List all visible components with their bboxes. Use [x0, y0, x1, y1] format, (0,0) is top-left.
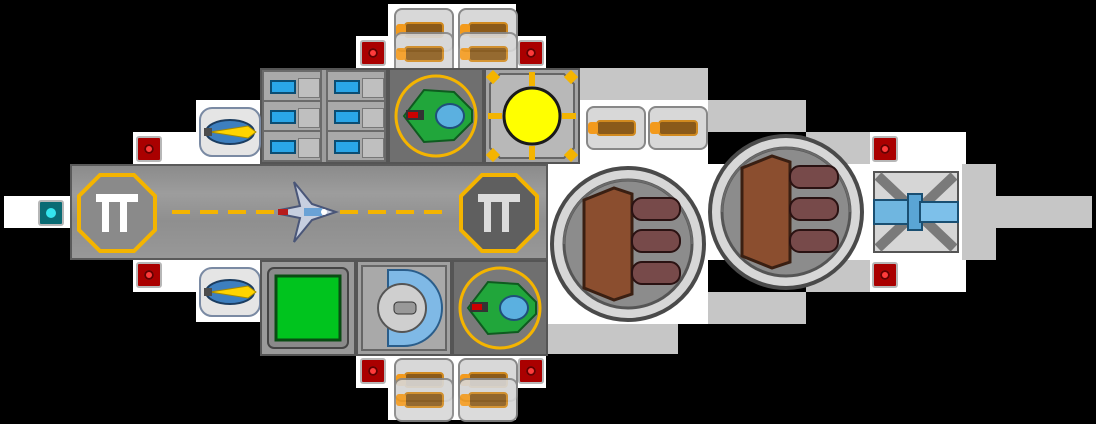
red-indicator-icon[interactable] [360, 40, 386, 66]
yellow-pod-icon [199, 267, 261, 317]
blue-engine-icon [873, 171, 959, 253]
red-indicator-icon[interactable] [872, 262, 898, 288]
thruster[interactable] [586, 106, 646, 150]
battery-cap-icon [298, 138, 320, 158]
thruster-nozzle-icon [650, 122, 660, 134]
shield-dome-icon [361, 265, 447, 351]
thruster-core-icon [658, 120, 698, 136]
runway-dash [172, 210, 190, 214]
thruster-nozzle-icon [460, 48, 470, 60]
runway-dash [200, 210, 218, 214]
hull-segment-grey [708, 100, 806, 132]
cyan-indicator-icon[interactable] [38, 200, 64, 226]
battery-cell[interactable] [262, 70, 322, 102]
battery-cell[interactable] [326, 130, 386, 162]
thruster[interactable] [648, 106, 708, 150]
battery-cell[interactable] [326, 100, 386, 132]
hangar-pad-left[interactable] [76, 172, 158, 254]
battery-cap-icon [298, 78, 320, 98]
thruster-core-icon [596, 120, 636, 136]
hull-segment-grey [962, 164, 996, 196]
hull-segment-grey [962, 228, 996, 260]
battery-cap-icon [362, 78, 384, 98]
runway-dash [228, 210, 246, 214]
thruster[interactable] [394, 378, 454, 422]
red-indicator-icon[interactable] [872, 136, 898, 162]
battery-cell[interactable] [262, 100, 322, 132]
engine-drive[interactable] [868, 166, 964, 258]
hangar-pad-icon [478, 194, 520, 232]
hull-segment-grey [548, 324, 678, 354]
thruster-nozzle-icon [396, 394, 406, 406]
heavy-cannon-right[interactable] [706, 132, 866, 292]
triple-barrel-cannon-icon [550, 166, 706, 322]
green-turret-bottom[interactable] [452, 260, 548, 356]
yellow-pod-top[interactable] [198, 104, 262, 160]
green-crate-icon [267, 267, 349, 349]
thruster-core-icon [404, 392, 444, 408]
battery-cap-icon [298, 108, 320, 128]
red-indicator-icon[interactable] [136, 262, 162, 288]
green-turret-icon [458, 266, 542, 350]
battery-cap-icon [362, 108, 384, 128]
fighter-jet-icon [278, 181, 340, 243]
runway-dash [368, 210, 386, 214]
runway-dash [256, 210, 274, 214]
yellow-pod-icon [199, 107, 261, 157]
green-turret-top[interactable] [388, 68, 484, 164]
thruster-core-icon [404, 46, 444, 62]
thruster-core-icon [468, 392, 508, 408]
hangar-pad-right[interactable] [458, 172, 540, 254]
runway-dash [340, 210, 358, 214]
red-indicator-icon[interactable] [360, 358, 386, 384]
battery-icon [334, 140, 360, 154]
fighter-craft[interactable] [274, 178, 340, 246]
shield-generator[interactable] [356, 260, 452, 356]
battery-icon [270, 80, 296, 94]
hull-segment-grey [962, 196, 1092, 228]
red-indicator-icon[interactable] [136, 136, 162, 162]
thruster-core-icon [468, 46, 508, 62]
thruster-nozzle-icon [460, 394, 470, 406]
hull-segment-grey [708, 292, 806, 324]
battery-icon [334, 80, 360, 94]
battery-cell[interactable] [326, 70, 386, 102]
battery-cell[interactable] [262, 130, 322, 162]
green-storage-crate[interactable] [260, 260, 356, 356]
triple-barrel-cannon-icon [708, 134, 864, 290]
red-indicator-icon[interactable] [518, 40, 544, 66]
battery-icon [270, 140, 296, 154]
thruster-nozzle-icon [396, 24, 406, 36]
battery-icon [270, 110, 296, 124]
thruster-nozzle-icon [588, 122, 598, 134]
thruster-nozzle-icon [396, 48, 406, 60]
yellow-pod-bottom[interactable] [198, 264, 262, 320]
hull-segment-grey [580, 68, 708, 100]
thruster[interactable] [458, 378, 518, 422]
hangar-pad-icon [96, 194, 138, 232]
heavy-cannon-left[interactable] [548, 164, 708, 324]
green-turret-icon [394, 74, 478, 158]
reactor-core[interactable] [484, 68, 580, 164]
red-indicator-icon[interactable] [518, 358, 544, 384]
battery-icon [334, 110, 360, 124]
runway-dash [424, 210, 442, 214]
runway-dash [396, 210, 414, 214]
battery-cap-icon [362, 138, 384, 158]
thruster-nozzle-icon [460, 24, 470, 36]
yellow-reactor-icon [486, 70, 578, 162]
